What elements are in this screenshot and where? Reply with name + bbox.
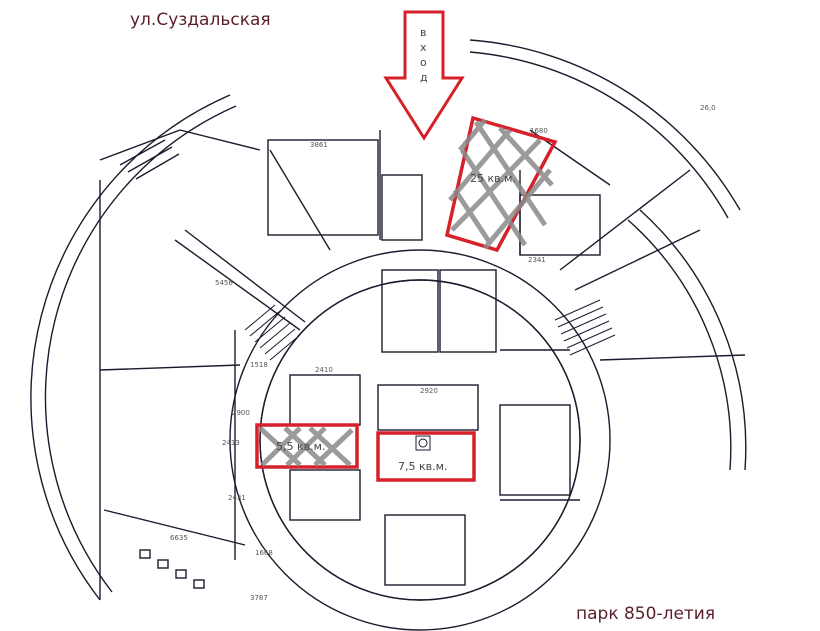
cross-hatch bbox=[258, 426, 354, 467]
dimension-label: 2900 bbox=[232, 409, 250, 417]
right-curved-wall-2 bbox=[627, 219, 732, 471]
stair-top-left bbox=[127, 146, 173, 173]
radial-wall bbox=[174, 239, 301, 331]
radial-wall bbox=[269, 149, 331, 251]
radial-wall bbox=[184, 229, 306, 323]
column-square bbox=[415, 435, 431, 451]
window-bay bbox=[157, 559, 169, 569]
cross-hatch bbox=[448, 118, 554, 250]
inner-core-boundary bbox=[259, 279, 581, 601]
unit-top-highlight: 25 кв.м. bbox=[444, 115, 558, 253]
staircase-right bbox=[554, 299, 616, 356]
room bbox=[381, 174, 423, 241]
dimension-label: 2341 bbox=[528, 256, 546, 264]
dimension-label: 2431 bbox=[228, 494, 246, 502]
entrance-arrow: в х о д bbox=[383, 10, 465, 141]
unit-top-area: 25 кв.м. bbox=[470, 172, 516, 185]
outer-arc-wall-right bbox=[469, 39, 741, 211]
entrance-letter: х bbox=[420, 41, 427, 54]
inner-room bbox=[384, 514, 466, 586]
room bbox=[267, 139, 379, 236]
entrance-letter: о bbox=[420, 56, 427, 69]
radial-wall bbox=[599, 354, 746, 361]
dimension-labels: 3861 1680 26,0 2341 5456 1518 2413 2431 … bbox=[170, 104, 716, 602]
dimension-label: 6635 bbox=[170, 534, 188, 542]
outer-arc-wall-inner bbox=[44, 105, 237, 593]
dimension-label: 26,0 bbox=[700, 104, 716, 112]
radial-wall bbox=[103, 509, 246, 546]
stair-top-left bbox=[135, 153, 180, 180]
window-bay bbox=[193, 579, 205, 589]
ring-outer bbox=[229, 249, 611, 631]
window-bay bbox=[139, 549, 151, 559]
unit-center-area: 7,5 кв.м. bbox=[398, 460, 447, 473]
dimension-label: 3861 bbox=[310, 141, 328, 149]
column-circle bbox=[418, 438, 428, 448]
dimension-label: 2920 bbox=[420, 387, 438, 395]
dimension-label: 1680 bbox=[530, 127, 548, 135]
stair-top-left bbox=[119, 139, 166, 166]
inner-room bbox=[439, 269, 497, 353]
street-label-bottom: парк 850-летия bbox=[576, 604, 716, 624]
room bbox=[519, 194, 601, 256]
radial-wall bbox=[99, 364, 241, 371]
unit-center-highlight: 7,5 кв.м. bbox=[376, 431, 476, 482]
staircase-left bbox=[244, 304, 301, 361]
radial-wall bbox=[179, 129, 261, 151]
dimension-label: 1518 bbox=[250, 361, 268, 369]
top-diag-wall bbox=[99, 129, 181, 161]
unit-center-outline bbox=[376, 431, 476, 482]
building-walls bbox=[30, 39, 747, 631]
inner-room bbox=[381, 269, 439, 353]
dimension-label: 3787 bbox=[250, 594, 268, 602]
right-curved-wall bbox=[639, 209, 747, 471]
dimension-label: 2413 bbox=[222, 439, 240, 447]
unit-left-area: 5,5 кв.м. bbox=[276, 440, 325, 453]
radial-wall bbox=[574, 229, 701, 291]
entrance-arrow-shape bbox=[383, 10, 465, 141]
inner-room bbox=[289, 374, 361, 426]
dimension-label: 2410 bbox=[315, 366, 333, 374]
unit-left-highlight: 5,5 кв.м. bbox=[255, 423, 359, 469]
street-label-top: ул.Суздальская bbox=[130, 10, 271, 30]
inner-room bbox=[499, 404, 571, 496]
unit-left-outline bbox=[255, 423, 359, 469]
radial-wall bbox=[559, 169, 691, 271]
outer-arc-wall-right-inner bbox=[469, 51, 729, 219]
dimension-label: 5456 bbox=[215, 279, 233, 287]
inner-room bbox=[377, 384, 479, 431]
entrance-letter: д bbox=[420, 71, 428, 84]
entrance-letter: в bbox=[420, 26, 426, 39]
dimension-label: 1668 bbox=[255, 549, 273, 557]
outer-arc-wall bbox=[30, 94, 231, 601]
inner-room bbox=[289, 469, 361, 521]
window-bay bbox=[175, 569, 187, 579]
